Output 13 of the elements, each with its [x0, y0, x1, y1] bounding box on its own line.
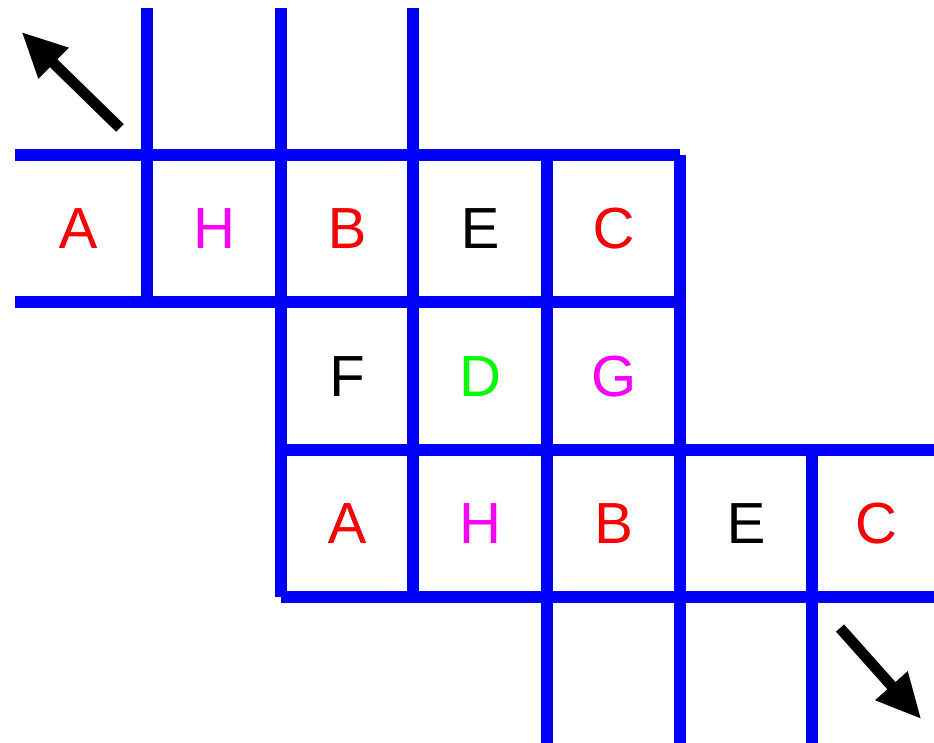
letter-cell: C	[818, 456, 934, 591]
letter-cell: D	[419, 308, 541, 444]
letter-cell: H	[153, 161, 275, 296]
letter-cell: F	[287, 308, 407, 444]
letter-cell: G	[553, 308, 674, 444]
letter-cell: E	[686, 456, 806, 591]
letter-cell: E	[419, 161, 541, 296]
letter-cell: B	[287, 161, 407, 296]
letter-cell: A	[15, 161, 141, 296]
letter-cell: H	[419, 456, 541, 591]
letter-cell: A	[287, 456, 407, 591]
letter-cell: B	[553, 456, 674, 591]
letter-cell: C	[553, 161, 674, 296]
